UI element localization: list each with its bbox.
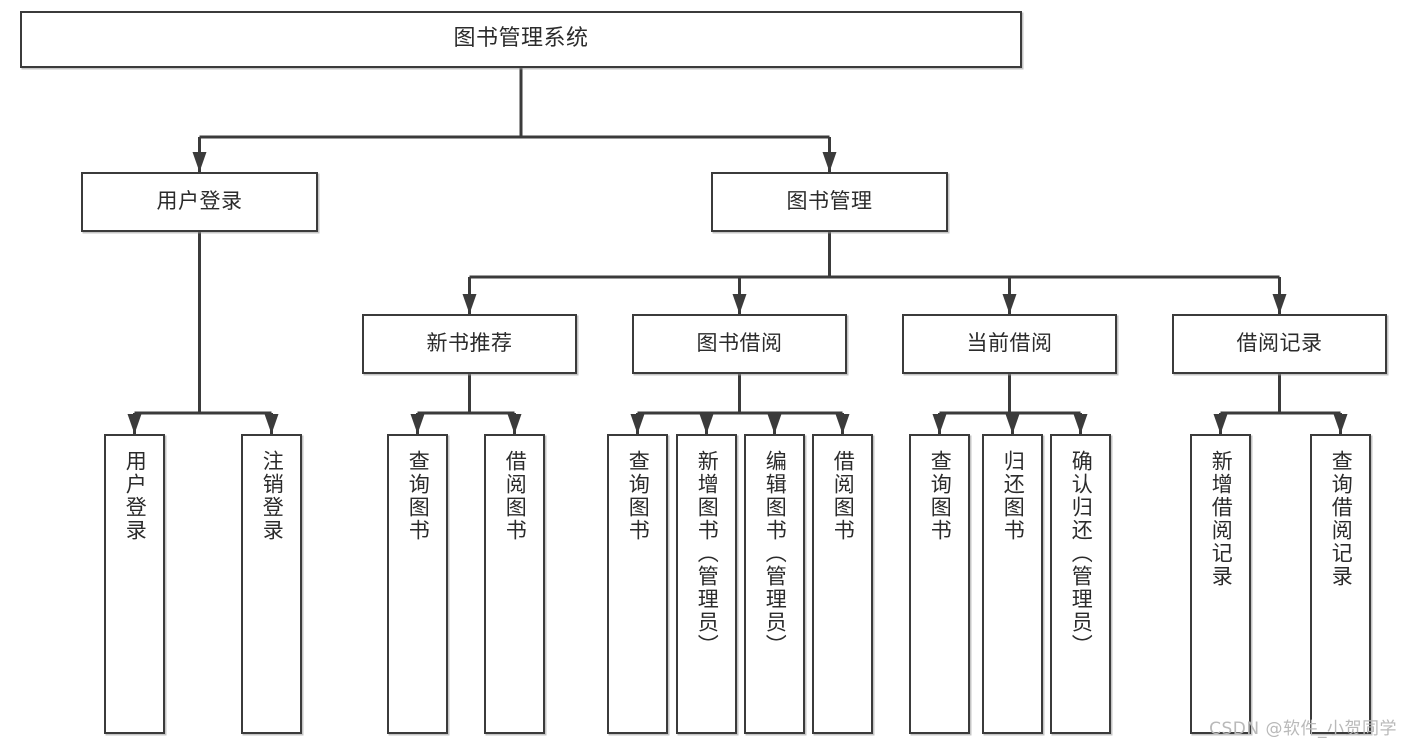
node-label: 借阅图书: [503, 450, 528, 542]
leaf-confirm-return-admin[interactable]: 确认归还（管理员）: [1050, 434, 1111, 734]
node-label: 编辑图书（管理员）: [763, 450, 788, 657]
leaf-query-book-1[interactable]: 查询图书: [387, 434, 448, 734]
leaf-user-login[interactable]: 用户登录: [104, 434, 165, 734]
node-label: 用户登录: [123, 450, 148, 542]
node-book-manage[interactable]: 图书管理: [711, 172, 948, 232]
node-root-图书管理系统[interactable]: 图书管理系统: [20, 11, 1022, 68]
node-label: 新书推荐: [426, 331, 513, 356]
node-label: 确认归还（管理员）: [1069, 450, 1094, 657]
node-label: 图书借阅: [696, 331, 783, 356]
node-label: 查询图书: [406, 450, 431, 542]
node-book-borrow[interactable]: 图书借阅: [632, 314, 847, 374]
node-label: 借阅图书: [831, 450, 856, 542]
node-borrow-record[interactable]: 借阅记录: [1172, 314, 1387, 374]
node-label: 当前借阅: [966, 331, 1053, 356]
leaf-logout[interactable]: 注销登录: [241, 434, 302, 734]
leaf-return-book[interactable]: 归还图书: [982, 434, 1043, 734]
node-user-login[interactable]: 用户登录: [81, 172, 318, 232]
node-current-borrow[interactable]: 当前借阅: [902, 314, 1117, 374]
leaf-query-book-3[interactable]: 查询图书: [909, 434, 970, 734]
node-label: 新增图书（管理员）: [695, 450, 720, 657]
node-label: 注销登录: [260, 450, 285, 542]
node-label: 查询图书: [626, 450, 651, 542]
node-label: 图书管理: [786, 189, 873, 214]
watermark: CSDN @软件_小贺同学: [1209, 719, 1397, 739]
leaf-add-borrow-record[interactable]: 新增借阅记录: [1190, 434, 1251, 734]
leaf-add-book-admin[interactable]: 新增图书（管理员）: [676, 434, 737, 734]
node-label: 新增借阅记录: [1209, 450, 1234, 588]
leaf-borrow-book-1[interactable]: 借阅图书: [484, 434, 545, 734]
node-label: 借阅记录: [1236, 331, 1323, 356]
leaf-edit-book-admin[interactable]: 编辑图书（管理员）: [744, 434, 805, 734]
node-label: 用户登录: [156, 189, 243, 214]
node-label: 归还图书: [1001, 450, 1026, 542]
node-label: 查询借阅记录: [1329, 450, 1354, 588]
node-label: 查询图书: [928, 450, 953, 542]
leaf-borrow-book-2[interactable]: 借阅图书: [812, 434, 873, 734]
leaf-query-borrow-record[interactable]: 查询借阅记录: [1310, 434, 1371, 734]
node-label: 图书管理系统: [453, 26, 589, 52]
leaf-query-book-2[interactable]: 查询图书: [607, 434, 668, 734]
node-new-book-recommend[interactable]: 新书推荐: [362, 314, 577, 374]
